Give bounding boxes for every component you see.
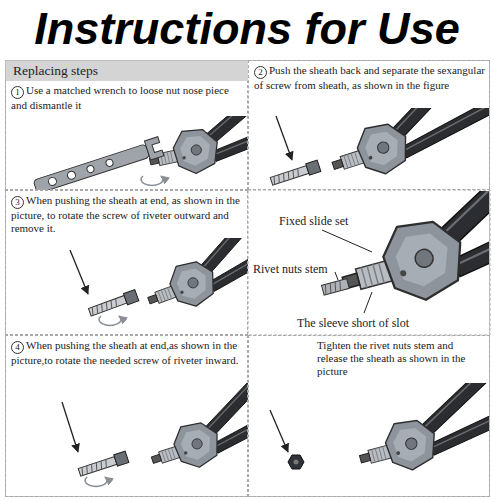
pointer-arrow <box>70 250 88 294</box>
wrench <box>32 137 164 190</box>
step-text: Push the sheath back and separate the se… <box>254 64 485 91</box>
riveter <box>126 238 248 321</box>
step-two-figure <box>270 108 490 188</box>
screw <box>88 290 139 318</box>
rotation-arrow <box>141 176 163 185</box>
step-three-figure <box>70 238 248 325</box>
step-number: 3 <box>11 196 24 209</box>
pointer-arrow <box>62 402 78 452</box>
rivet-nut <box>288 455 304 469</box>
riveter <box>136 116 248 182</box>
step-one-figure <box>32 116 248 190</box>
step-text-block: 1Use a matched wrench to loose nut nose … <box>6 81 247 112</box>
leader-line <box>335 272 338 280</box>
rivet-nut-stem <box>322 279 350 295</box>
step-number: 2 <box>254 66 267 79</box>
step-text-block: 3When pushing the sheath at end, as show… <box>6 191 247 235</box>
part-label: The sleeve short of slot <box>296 316 410 330</box>
riveter <box>132 383 248 480</box>
riveter <box>341 383 489 482</box>
screw <box>78 451 129 478</box>
step-text-block: 2Push the sheath back and separate the s… <box>249 61 489 92</box>
leader-line <box>322 230 372 252</box>
step-number: 1 <box>11 86 24 99</box>
pointer-arrow <box>276 116 292 160</box>
screw <box>270 160 321 187</box>
step-panel: 3When pushing the sheath at end, as show… <box>5 190 248 335</box>
step-panel: 1Use a matched wrench to loose nut nose … <box>5 80 248 190</box>
steps-frame: 1Use a matched wrench to loose nut nose … <box>5 60 490 497</box>
step-text: When pushing the sheath at end, as shown… <box>11 194 240 234</box>
step-text-block: Tighten the rivet nuts stem and release … <box>249 336 489 379</box>
pointer-arrow <box>270 410 288 452</box>
riveter <box>310 108 490 188</box>
closeup-figure <box>313 191 489 319</box>
rivet-nut-hole <box>294 460 299 465</box>
step-number: 4 <box>11 341 24 354</box>
rotation-arrow <box>99 316 121 325</box>
step-text: Tighten the rivet nuts stem and release … <box>317 339 465 377</box>
part-label: Rivet nuts stem <box>252 262 329 276</box>
section-header: Replacing steps <box>6 61 248 81</box>
step-four-figure <box>62 383 248 486</box>
final-step-figure <box>270 383 489 482</box>
leader-line <box>364 292 372 313</box>
riveter <box>313 191 489 319</box>
step-panel: Tighten the rivet nuts stem and release … <box>248 335 490 497</box>
page-title: Instructions for Use <box>0 2 494 56</box>
step-panel: 4When pushing the sheath at end,as shown… <box>5 335 248 497</box>
rotation-arrow <box>85 477 107 486</box>
step-text: Use a matched wrench to loose nut nose p… <box>11 84 229 111</box>
part-label: Fixed slide set <box>278 214 349 228</box>
step-text: When pushing the sheath at end,as shown … <box>11 339 239 366</box>
step-text-block: 4When pushing the sheath at end,as shown… <box>6 336 247 367</box>
step-panel: 2Push the sheath back and separate the s… <box>248 60 490 190</box>
